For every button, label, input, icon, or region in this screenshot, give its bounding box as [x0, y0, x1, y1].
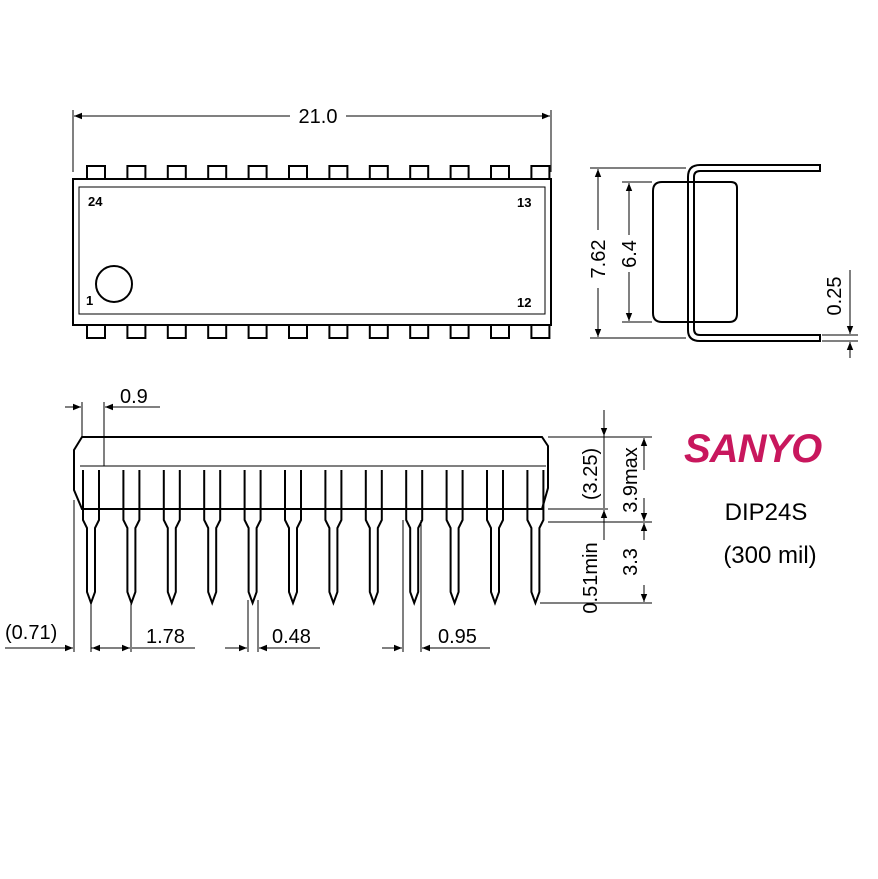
package-subtitle: (300 mil) [723, 542, 816, 569]
bottom-pin [328, 324, 349, 339]
top-pin [288, 165, 308, 180]
top-body-inner [78, 186, 546, 315]
top-pin [166, 165, 187, 180]
dim-762-label: 7.62 [588, 240, 610, 279]
front-lead [162, 470, 181, 606]
front-lead [486, 470, 504, 606]
bottom-pin [288, 324, 308, 339]
front-view: 0.9 (0.71) 1.78 0.48 0.95 (3.25) [5, 386, 652, 652]
dim-025-label: 0.25 [824, 277, 846, 316]
front-lead [203, 470, 222, 606]
dim-39max-label: 3.9max [620, 447, 642, 513]
sanyo-logo: SANYO [684, 427, 822, 471]
bottom-pin [368, 324, 389, 339]
dim-21-label: 21.0 [299, 106, 338, 128]
package-name: DIP24S [725, 499, 808, 526]
end-view-body [652, 181, 738, 323]
front-lead [405, 470, 424, 606]
top-pin [490, 165, 510, 180]
front-lead [526, 470, 545, 606]
pin1-marker [95, 265, 133, 303]
bottom-pin [207, 324, 228, 339]
front-view-body [73, 436, 549, 510]
dim-33-label: 3.3 [620, 548, 642, 576]
pin-label-1: 1 [86, 293, 93, 308]
end-view-lead [687, 164, 821, 342]
bottom-pin [126, 324, 147, 339]
pin-label-12: 12 [517, 295, 531, 310]
bottom-pin-row [86, 324, 551, 339]
dim-095-label: 0.95 [438, 626, 477, 648]
top-pin [449, 165, 470, 180]
bottom-pin [449, 324, 470, 339]
top-pin-row [86, 165, 551, 180]
top-pin [126, 165, 147, 180]
top-pin [409, 165, 430, 180]
front-lead [364, 470, 383, 606]
pin-label-13: 13 [517, 195, 531, 210]
bottom-pin [490, 324, 510, 339]
front-lead [82, 470, 100, 606]
bottom-pin [530, 324, 551, 339]
pin-label-24: 24 [88, 194, 103, 209]
dim-178-label: 1.78 [146, 626, 185, 648]
bottom-pin [86, 324, 106, 339]
top-pin [247, 165, 268, 180]
dim-051min-label: 0.51min [580, 542, 602, 613]
dim-09-label: 0.9 [120, 386, 148, 408]
top-pin [86, 165, 106, 180]
top-pin [328, 165, 349, 180]
front-lead [324, 470, 343, 606]
bottom-pin [409, 324, 430, 339]
dim-071-label: (0.71) [5, 622, 57, 644]
top-pin [207, 165, 228, 180]
front-lead [445, 470, 464, 606]
dim-64-label: 6.4 [619, 240, 641, 268]
top-body-outer [72, 178, 552, 326]
front-lead [122, 470, 141, 606]
top-view: 24 13 1 12 21.0 [72, 106, 552, 339]
front-lead-row [82, 470, 545, 606]
top-pin [530, 165, 551, 180]
dim-325-label: (3.25) [580, 448, 602, 500]
front-lead [243, 470, 262, 606]
front-lead [284, 470, 302, 606]
dim-048-label: 0.48 [272, 626, 311, 648]
bottom-pin [166, 324, 187, 339]
top-pin [368, 165, 389, 180]
bottom-pin [247, 324, 268, 339]
end-view: 7.62 6.4 0.25 [588, 164, 858, 358]
dim-overall-length: 21.0 [72, 106, 552, 172]
